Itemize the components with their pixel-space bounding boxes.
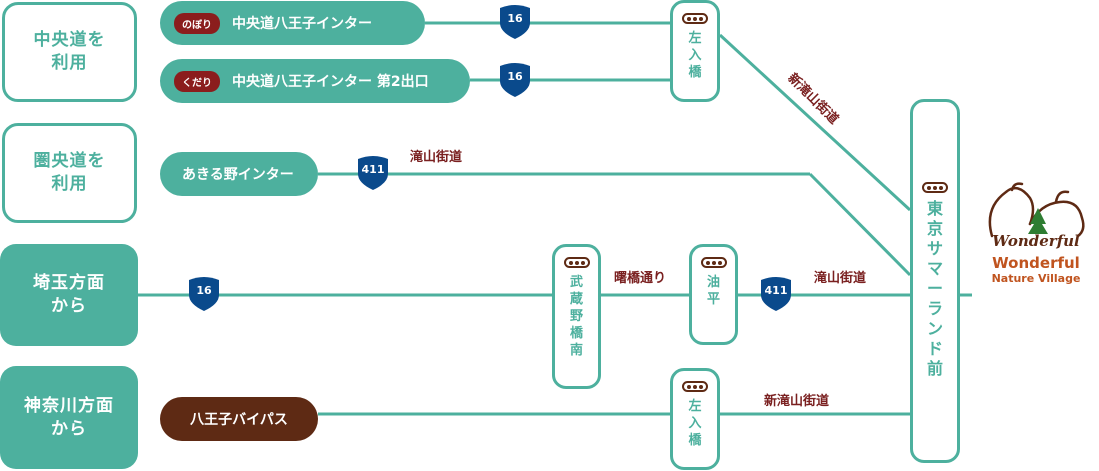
intersection-sainyubashi-top: 左 入 橋 bbox=[670, 0, 720, 102]
route-shield-icon: 16 bbox=[186, 275, 222, 311]
origin-kanagawa-label: 神奈川方面 から bbox=[24, 395, 114, 439]
destination-name-line1: Wonderful bbox=[992, 254, 1080, 272]
route-shield-icon: 16 bbox=[497, 61, 533, 97]
logo-script-text: Wonderful bbox=[992, 232, 1080, 250]
route-chuo-down: くだり 中央道八王子インター 第2出口 bbox=[160, 59, 470, 103]
origin-chuo: 中央道を 利用 bbox=[2, 2, 137, 102]
traffic-signal-icon bbox=[682, 13, 708, 24]
road-name-shintakiyama-bottom: 新滝山街道 bbox=[764, 394, 830, 409]
origin-kanagawa: 神奈川方面 から bbox=[0, 366, 138, 469]
origin-saitama-label: 埼玉方面 から bbox=[33, 273, 105, 316]
intersection-tokyo-summerland: 東 京 サ マ ー ラ ン ド 前 bbox=[910, 99, 960, 463]
route-shield-icon: 411 bbox=[355, 154, 391, 190]
traffic-signal-icon bbox=[682, 381, 708, 392]
road-name-akebono: 曙橋通り bbox=[614, 271, 667, 286]
intersection-label: 左 入 橋 bbox=[688, 31, 702, 80]
intersection-label: 武 蔵 野 橋 南 bbox=[569, 275, 583, 358]
shield-number: 16 bbox=[196, 284, 212, 297]
shield-number: 411 bbox=[764, 284, 788, 297]
intersection-musashino-bashi-minami: 武 蔵 野 橋 南 bbox=[552, 244, 601, 389]
intersection-yudaira: 油 平 bbox=[689, 244, 738, 345]
route-chuo-up-label: 中央道八王子インター bbox=[232, 16, 372, 32]
bear-logo-icon: Wonderful bbox=[988, 182, 1085, 250]
direction-badge-down: くだり bbox=[174, 70, 220, 92]
intersection-label: 油 平 bbox=[706, 275, 720, 307]
route-shield-icon: 411 bbox=[758, 275, 794, 311]
route-akiru-label: あきる野インター bbox=[182, 167, 294, 183]
destination-logo: Wonderful Wonderful Nature Village bbox=[978, 178, 1094, 298]
direction-badge-up: のぼり bbox=[174, 12, 220, 34]
road-name-takiyama-top: 滝山街道 bbox=[410, 150, 463, 165]
intersection-label: 左 入 橋 bbox=[688, 399, 702, 448]
destination-name-line2: Nature Village bbox=[991, 272, 1081, 285]
route-hachioji-bypass: 八王子バイパス bbox=[160, 397, 318, 441]
shield-number: 16 bbox=[507, 70, 523, 83]
route-chuo-down-label: 中央道八王子インター 第2出口 bbox=[232, 74, 429, 90]
route-hachioji-bypass-label: 八王子バイパス bbox=[190, 412, 288, 428]
intersection-sainyubashi-bottom: 左 入 橋 bbox=[670, 368, 720, 470]
route-shield-icon: 16 bbox=[497, 3, 533, 39]
origin-saitama: 埼玉方面 から bbox=[0, 244, 138, 346]
traffic-signal-icon bbox=[563, 257, 590, 268]
traffic-signal-icon bbox=[922, 182, 948, 193]
origin-ken-o: 圏央道を 利用 bbox=[2, 123, 137, 223]
origin-ken-o-label: 圏央道を 利用 bbox=[33, 151, 106, 194]
shield-number: 411 bbox=[361, 163, 385, 176]
origin-chuo-label: 中央道を 利用 bbox=[33, 30, 106, 73]
intersection-label: 東 京 サ マ ー ラ ン ド 前 bbox=[926, 199, 943, 378]
traffic-signal-icon bbox=[700, 257, 727, 268]
shield-number: 16 bbox=[507, 12, 523, 25]
road-name-takiyama-mid: 滝山街道 bbox=[814, 271, 867, 286]
route-akiru: あきる野インター bbox=[160, 152, 318, 196]
route-chuo-up: のぼり 中央道八王子インター bbox=[160, 1, 425, 45]
